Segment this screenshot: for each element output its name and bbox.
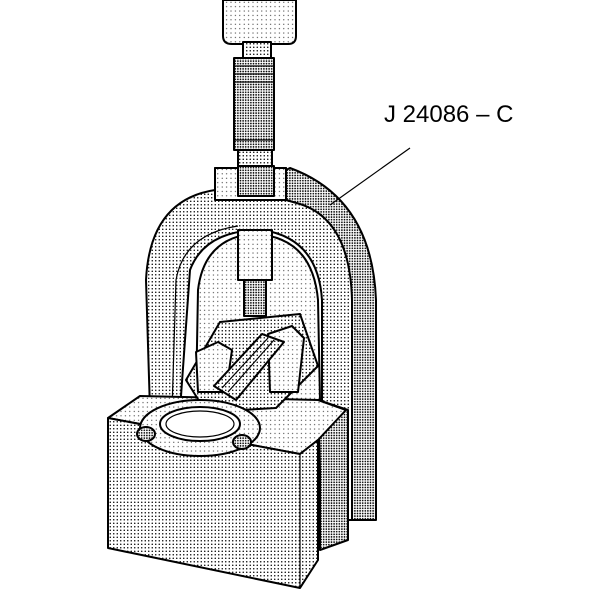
callout-label: J 24086 – C (384, 101, 513, 128)
press-plunger (237, 229, 273, 317)
callout-leader-line (329, 147, 411, 206)
tool-callout: J 24086 – C (329, 101, 513, 206)
press-spindle (222, 0, 297, 167)
connecting-rod-fixture (136, 313, 319, 457)
